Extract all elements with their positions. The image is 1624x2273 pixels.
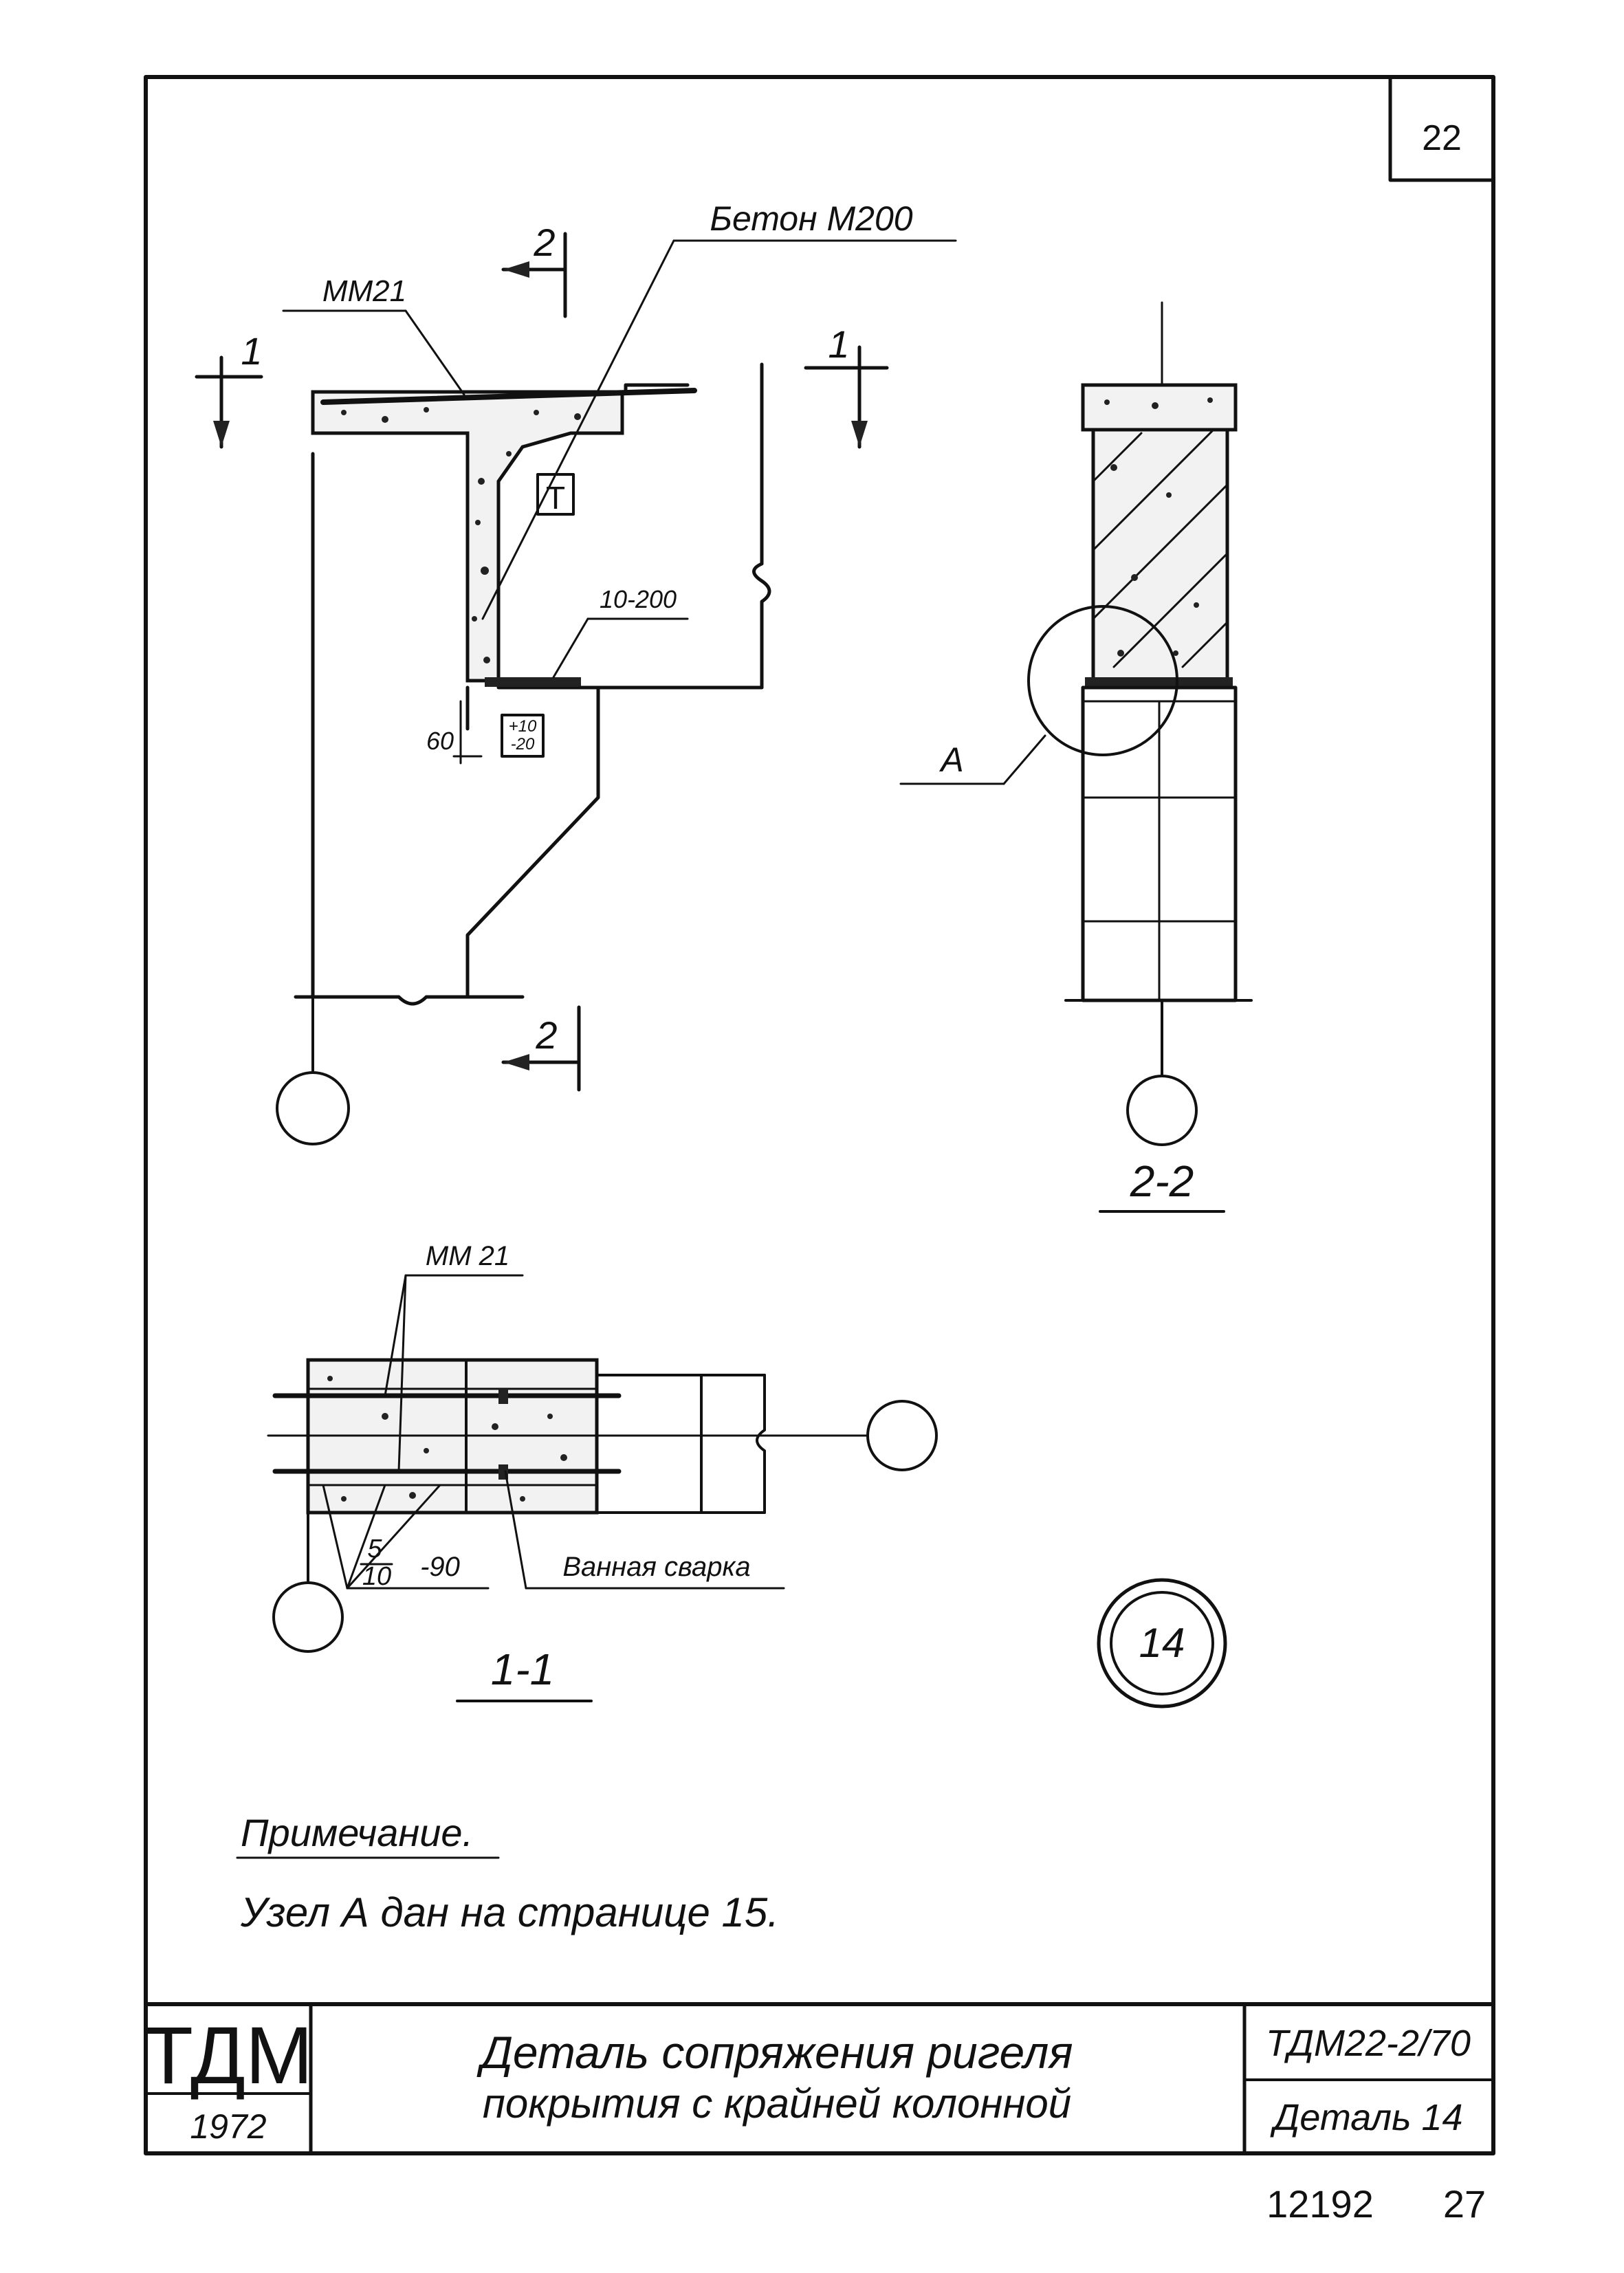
axis-circle-2-2 bbox=[1126, 1075, 1198, 1146]
detail-circle-outer bbox=[1097, 1578, 1227, 1709]
section-2-2: А 2-2 bbox=[899, 301, 1253, 1213]
title-line-2: покрытия с крайней колонной bbox=[483, 2080, 1071, 2127]
label-rebar-10-200: 10-200 bbox=[600, 585, 677, 613]
label-welding: Ванная сварка bbox=[562, 1552, 750, 1582]
detail-label: Деталь 14 bbox=[1270, 2097, 1462, 2138]
page-number: 22 bbox=[1422, 118, 1462, 158]
frac-tail: -90 bbox=[420, 1552, 460, 1582]
frac-num: 5 bbox=[367, 1535, 382, 1563]
section-1-1: ММ 21 5 10 -90 Ванная сварка 1-1 bbox=[267, 1241, 938, 1702]
detail-number: 14 bbox=[1139, 1620, 1185, 1666]
note-text: Узел А дан на странице 15. bbox=[240, 1889, 779, 1935]
title-line-1: Деталь сопряжения ригеля bbox=[476, 2027, 1073, 2078]
cut-mark-1-right: 1 bbox=[828, 322, 849, 366]
cut-mark-2-bottom: 2 bbox=[535, 1013, 557, 1057]
title-block: ТДМ 1972 Деталь сопряжения ригеля покрыт… bbox=[144, 2002, 1495, 2155]
page-number-box bbox=[1388, 75, 1495, 182]
label-mm21-top: ММ21 bbox=[322, 274, 406, 308]
org-name: ТДМ bbox=[144, 2010, 313, 2101]
section-title-1-1: 1-1 bbox=[491, 1645, 555, 1694]
tolerance-lower: -20 bbox=[511, 735, 535, 754]
tolerance-upper: +10 bbox=[509, 717, 537, 736]
detail-circle-inner bbox=[1110, 1591, 1214, 1695]
label-node-a: А bbox=[939, 740, 963, 779]
label-mm21-plan: ММ 21 bbox=[426, 1241, 509, 1271]
cut-mark-2-top: 2 bbox=[533, 221, 555, 264]
label-beton: Бетон М200 bbox=[710, 199, 912, 238]
note-title: Примечание. bbox=[241, 1811, 473, 1854]
main-elevation: 2 1 1 Т bbox=[195, 199, 957, 1145]
t-mark: Т bbox=[546, 480, 565, 516]
org-year: 1972 bbox=[190, 2107, 266, 2146]
node-a-circle bbox=[1027, 605, 1178, 756]
bottom-code-left: 12192 bbox=[1266, 2182, 1374, 2226]
dim-60: 60 bbox=[426, 727, 454, 755]
bottom-code-right: 27 bbox=[1443, 2182, 1486, 2226]
cut-mark-1-left: 1 bbox=[241, 329, 262, 373]
axis-circle-main bbox=[276, 1071, 350, 1145]
doc-code: ТДМ22-2/70 bbox=[1266, 2023, 1471, 2064]
frac-den: 10 bbox=[362, 1562, 391, 1591]
sheet-frame bbox=[144, 75, 1495, 2155]
axis-circle-plan-bottom bbox=[272, 1581, 344, 1653]
axis-circle-plan-right bbox=[866, 1400, 938, 1471]
section-title-2-2: 2-2 bbox=[1130, 1156, 1194, 1206]
